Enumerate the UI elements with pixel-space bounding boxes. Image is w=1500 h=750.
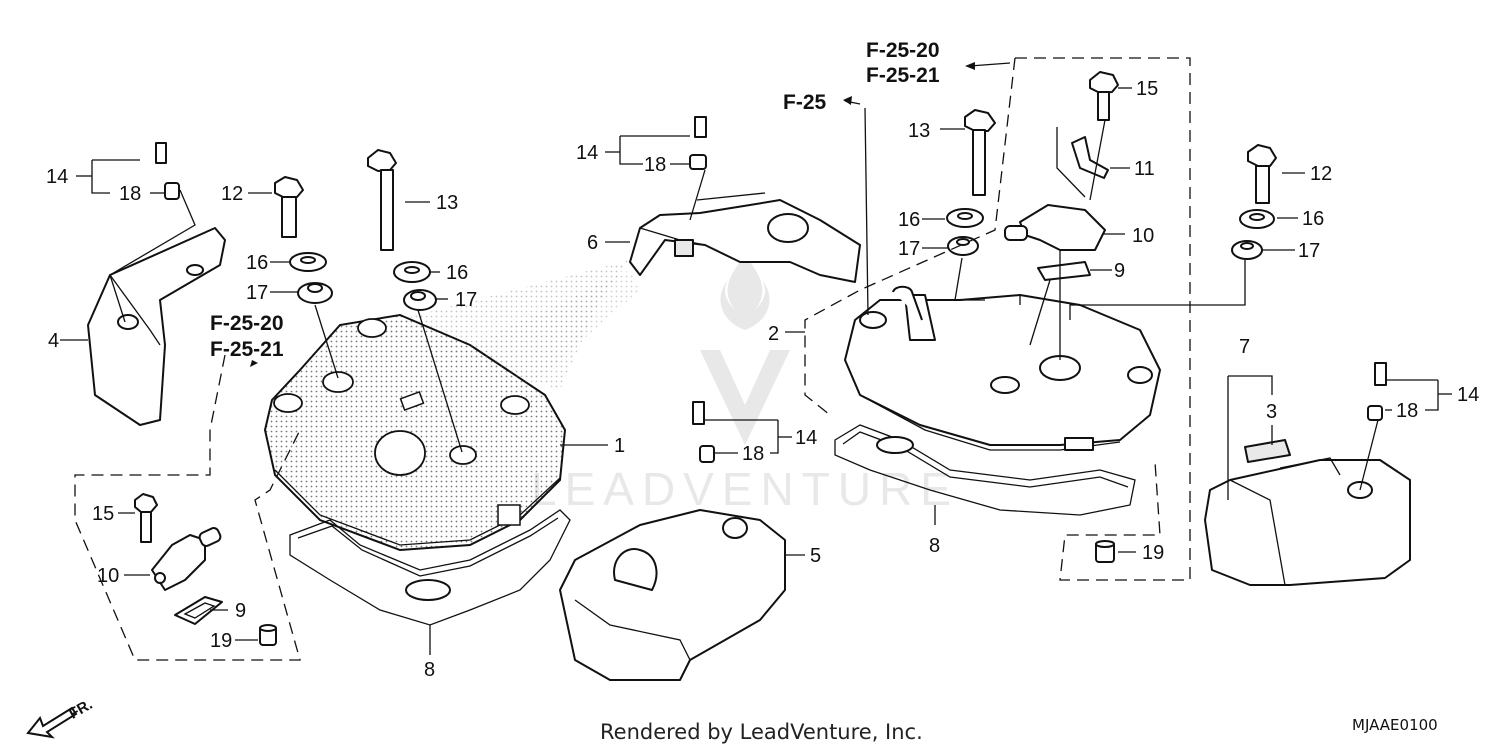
callout-14-c: 14	[795, 427, 817, 449]
callout-19-right: 19	[1142, 542, 1164, 564]
watermark-logo	[700, 255, 790, 445]
part-14-bolt-left	[155, 142, 180, 200]
callout-9-left: 9	[235, 600, 246, 622]
part-17-grommet-left	[297, 282, 333, 304]
callout-8-left: 8	[424, 659, 435, 681]
callout-3: 3	[1266, 401, 1277, 423]
part-2-cylinder-head-cover	[844, 285, 1161, 451]
callout-6: 6	[587, 232, 598, 254]
callout-10-right: 10	[1132, 225, 1154, 247]
part-16-washer-far	[1239, 209, 1275, 229]
callout-17-left: 17	[246, 282, 268, 304]
part-19-cap-right	[1095, 540, 1115, 563]
part-17-grommet-mid	[403, 289, 437, 311]
callout-18-a: 18	[119, 183, 141, 205]
callout-14-a: 14	[46, 166, 68, 188]
callout-16-mid: 16	[446, 262, 468, 284]
diagram-code: MJAAE0100	[1352, 716, 1438, 734]
callout-13-left: 13	[436, 192, 458, 214]
part-16-washer-mid	[393, 261, 431, 283]
part-9-seal-right	[1037, 261, 1091, 281]
callout-9-right: 9	[1114, 260, 1125, 282]
callout-15-left: 15	[92, 503, 114, 525]
callout-4: 4	[48, 330, 59, 352]
part-4-side-cover	[87, 227, 226, 426]
callout-8-right: 8	[929, 535, 940, 557]
part-6-cover	[470, 199, 861, 395]
part-17-grommet-far	[1231, 240, 1263, 260]
part-13-bolt-right	[964, 109, 996, 196]
part-10-joint-left	[151, 527, 222, 591]
dashed-frames	[74, 57, 1191, 661]
callout-2: 2	[768, 323, 779, 345]
callout-labels: 1 2 3 4 5 6 7 8 8 9 9 10 10 11 12 12 13 …	[46, 78, 1479, 681]
part-5-cover	[559, 509, 786, 681]
part-15-bolt-left	[134, 493, 158, 543]
part-10-joint-right	[1004, 204, 1106, 251]
footer-credit: Rendered by LeadVenture, Inc.	[600, 720, 923, 744]
callout-17-far: 17	[1298, 240, 1320, 262]
front-direction-arrow: FR.	[26, 696, 96, 739]
callout-7: 7	[1239, 336, 1250, 358]
reference-arrows	[250, 62, 1011, 367]
part-12-bolt-left	[274, 176, 304, 238]
ref-f25-20-top: F-25-20	[866, 39, 940, 62]
ref-f25-21-left: F-25-21	[210, 338, 284, 361]
part-12-bolt-right	[1247, 144, 1277, 204]
callout-11: 11	[1134, 158, 1155, 180]
callout-12-right: 12	[1310, 163, 1332, 185]
part-3-pad	[1244, 439, 1291, 463]
ref-f25-20-left: F-25-20	[210, 312, 284, 335]
part-16-washer-left	[289, 252, 327, 272]
part-8-gasket-left	[289, 509, 571, 626]
callout-16-right: 16	[898, 209, 920, 231]
callout-1: 1	[614, 435, 625, 457]
callout-17-right: 17	[898, 238, 920, 260]
reference-labels: F-25 F-25-20 F-25-21 F-25-20 F-25-21	[210, 39, 940, 361]
part-9-seal-left	[174, 596, 223, 625]
part-15-bolt-right	[1089, 71, 1119, 121]
callout-13-right: 13	[908, 120, 930, 142]
callout-18-b: 18	[644, 154, 666, 176]
leader-lines	[60, 87, 1452, 655]
part-19-cap-left	[259, 624, 277, 646]
ref-f25: F-25	[783, 91, 827, 114]
callout-14-d: 14	[1457, 384, 1479, 406]
callout-18-c: 18	[742, 443, 764, 465]
callout-16-far: 16	[1302, 208, 1324, 230]
part-7-cover	[1204, 457, 1411, 586]
part-14-bolt-mid-low	[692, 401, 715, 463]
part-11-clamp	[1071, 136, 1109, 179]
callout-10-left: 10	[97, 565, 119, 587]
part-16-washer-right	[946, 208, 984, 228]
ref-f25-21-top: F-25-21	[866, 64, 940, 87]
part-8-gasket-right	[834, 424, 1136, 516]
callout-15-right: 15	[1136, 78, 1158, 100]
front-direction-label: FR.	[66, 696, 95, 723]
callout-14-b: 14	[576, 142, 598, 164]
part-13-bolt-left	[367, 149, 397, 251]
callout-19-left: 19	[210, 630, 232, 652]
watermark-text: LEADVENTURE	[531, 463, 959, 515]
callout-5: 5	[810, 545, 821, 567]
callout-16-left: 16	[246, 252, 268, 274]
callout-18-d: 18	[1396, 400, 1418, 422]
callout-17-mid: 17	[455, 289, 477, 311]
callout-12-left: 12	[221, 183, 243, 205]
part-14-bolt-right	[1367, 362, 1387, 421]
part-14-bolt-mid-top	[689, 116, 707, 170]
